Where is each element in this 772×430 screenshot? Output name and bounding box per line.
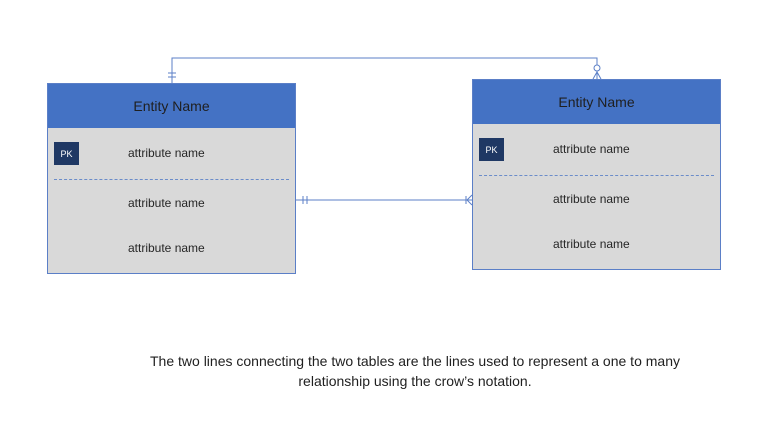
caption-line-1: The two lines connecting the two tables … <box>150 353 680 369</box>
attribute[interactable]: attribute name <box>553 192 630 206</box>
entity-table-left[interactable]: Entity Name PK attribute name attribute … <box>47 83 296 274</box>
attribute[interactable]: attribute name <box>553 237 630 251</box>
caption-line-2: relationship using the crow’s notation. <box>298 373 532 389</box>
key-divider <box>54 179 289 180</box>
crows-foot-prong <box>466 194 473 201</box>
entity-name-header[interactable]: Entity Name <box>473 80 720 124</box>
primary-key-badge: PK <box>54 142 79 165</box>
crows-foot-prong <box>466 199 473 206</box>
crows-foot-prong <box>592 71 598 80</box>
attribute-pk[interactable]: attribute name <box>128 146 205 160</box>
attribute[interactable]: attribute name <box>128 196 205 210</box>
primary-key-badge: PK <box>479 138 504 161</box>
entity-table-right[interactable]: Entity Name PK attribute name attribute … <box>472 79 721 270</box>
attribute-pk[interactable]: attribute name <box>553 142 630 156</box>
entity-name-header[interactable]: Entity Name <box>48 84 295 128</box>
middle-relationship-line <box>296 194 473 206</box>
diagram-caption: The two lines connecting the two tables … <box>110 351 720 391</box>
attribute[interactable]: attribute name <box>128 241 205 255</box>
zero-marker-circle <box>593 64 601 72</box>
top-relationship-line <box>168 57 602 83</box>
key-divider <box>479 175 714 176</box>
crows-foot-prong <box>596 71 602 80</box>
